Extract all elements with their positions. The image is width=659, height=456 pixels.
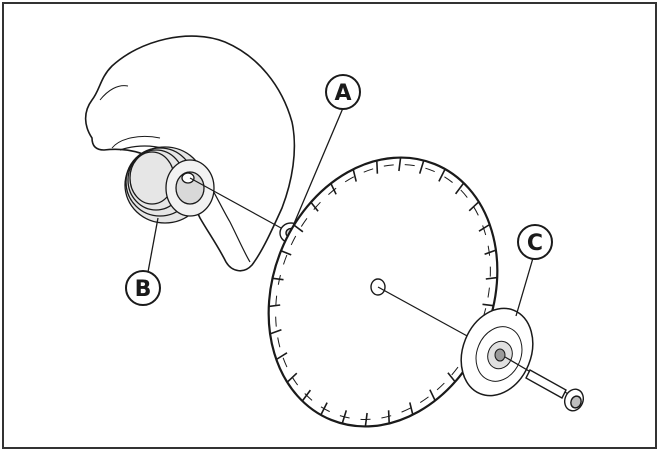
- blade-segment-slot: [310, 201, 319, 212]
- callout-b-leader: [147, 217, 159, 273]
- blade-segment-slot: [280, 250, 292, 256]
- callout-a: A: [292, 74, 361, 227]
- callout-c-circle: [517, 224, 553, 260]
- axis-line-upper: [189, 177, 293, 235]
- blade-segment-slot: [468, 201, 480, 212]
- blade-segment-slot: [398, 157, 402, 172]
- blade-segment-slot: [269, 328, 282, 335]
- blade-segment-slot: [364, 412, 368, 427]
- callout-c-leader: [515, 257, 534, 317]
- blade-guard: [84, 35, 296, 272]
- blade-segment-slot: [330, 183, 337, 195]
- blade-segment-slot: [286, 372, 298, 383]
- callout-b: B: [125, 217, 161, 306]
- blade-segment-slot: [320, 402, 328, 416]
- callout-a-leader: [292, 107, 344, 227]
- blade-segment-slot: [429, 389, 436, 401]
- blade-segment-slot: [447, 372, 456, 383]
- callout-c-label: C: [527, 231, 543, 256]
- callout-b-circle: [125, 270, 161, 306]
- arbor-bolt: [504, 356, 585, 412]
- callout-b-label: B: [135, 277, 152, 302]
- blade-segment-slot: [438, 168, 446, 182]
- blade-segment-slot: [484, 249, 497, 256]
- callout-c: C: [515, 224, 553, 317]
- blade-segment-slot: [275, 352, 288, 361]
- blade-segment-slot: [341, 410, 348, 424]
- blade-segment-slot: [301, 389, 312, 402]
- blade-segment-slot: [268, 304, 281, 308]
- figure-frame: [2, 2, 657, 449]
- blade-segment-slot: [293, 224, 304, 233]
- blade-segment-slot: [409, 402, 414, 415]
- blade-segment-slot: [478, 223, 491, 232]
- blade-segment-slot: [485, 276, 498, 280]
- blade-segment-slot: [454, 182, 465, 195]
- drive-pulley: [124, 146, 215, 224]
- flange-washer-c: [460, 307, 534, 397]
- blade-segment-slot: [352, 169, 357, 182]
- blade-segment-slot: [418, 160, 425, 174]
- blade-segment-slot: [387, 410, 390, 424]
- blade-segment-slot: [272, 277, 284, 281]
- callout-a-label: A: [334, 81, 351, 106]
- blade-segment-slot: [376, 160, 379, 174]
- blade-segment-slot: [482, 303, 494, 307]
- callout-a-circle: [325, 74, 361, 110]
